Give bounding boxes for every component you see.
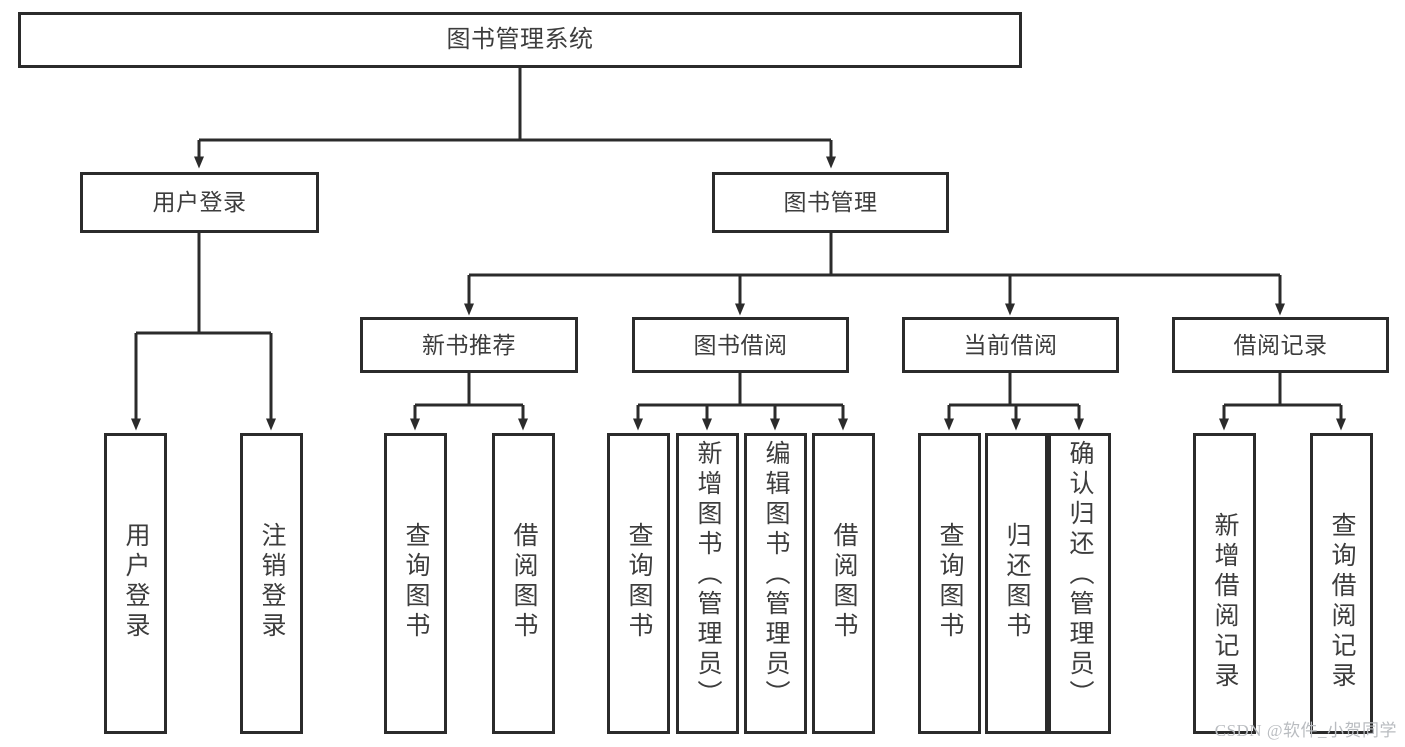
- node-book-management[interactable]: 图书管理: [712, 172, 949, 233]
- node-label: 确认归还（管理员）: [1066, 440, 1094, 710]
- node-label: 当前借阅: [963, 331, 1058, 358]
- leaf-newbook-query-book[interactable]: 查询图书: [384, 433, 447, 734]
- node-label: 查询图书: [936, 522, 964, 642]
- node-user-login[interactable]: 用户登录: [80, 172, 319, 233]
- csdn-watermark: CSDN @软件_小贺同学: [1214, 721, 1397, 740]
- node-label: 查询图书: [402, 522, 430, 642]
- leaf-borrow-add-book-admin[interactable]: 新增图书（管理员）: [676, 433, 739, 734]
- node-label: 图书管理系统: [446, 26, 594, 54]
- leaf-newbook-borrow-book[interactable]: 借阅图书: [492, 433, 555, 734]
- node-label: 查询图书: [625, 522, 653, 642]
- node-label: 借阅图书: [510, 522, 538, 642]
- node-label: 编辑图书（管理员）: [762, 440, 790, 710]
- leaf-user-logout[interactable]: 注销登录: [240, 433, 303, 734]
- leaf-user-login[interactable]: 用户登录: [104, 433, 167, 734]
- leaf-current-return-book[interactable]: 归还图书: [985, 433, 1048, 734]
- leaf-borrow-query-book[interactable]: 查询图书: [607, 433, 670, 734]
- node-label: 查询借阅记录: [1328, 512, 1356, 692]
- node-label: 用户登录: [152, 189, 247, 216]
- node-label: 新增图书（管理员）: [694, 440, 722, 710]
- node-new-book-recommend[interactable]: 新书推荐: [360, 317, 578, 373]
- node-label: 借阅记录: [1233, 331, 1328, 358]
- leaf-record-add-record[interactable]: 新增借阅记录: [1193, 433, 1256, 734]
- node-current-borrow[interactable]: 当前借阅: [902, 317, 1119, 373]
- node-root-system[interactable]: 图书管理系统: [18, 12, 1022, 68]
- leaf-record-query-record[interactable]: 查询借阅记录: [1310, 433, 1373, 734]
- leaf-current-query-book[interactable]: 查询图书: [918, 433, 981, 734]
- node-label: 图书借阅: [693, 331, 788, 358]
- node-label: 注销登录: [258, 522, 286, 642]
- node-borrow-record[interactable]: 借阅记录: [1172, 317, 1389, 373]
- node-book-borrow[interactable]: 图书借阅: [632, 317, 849, 373]
- node-label: 用户登录: [122, 522, 150, 642]
- node-label: 借阅图书: [830, 522, 858, 642]
- node-label: 归还图书: [1003, 522, 1031, 642]
- node-label: 新书推荐: [422, 331, 516, 358]
- node-label: 新增借阅记录: [1211, 512, 1239, 692]
- leaf-borrow-borrow-book[interactable]: 借阅图书: [812, 433, 875, 734]
- leaf-current-confirm-return-admin[interactable]: 确认归还（管理员）: [1048, 433, 1111, 734]
- leaf-borrow-edit-book-admin[interactable]: 编辑图书（管理员）: [744, 433, 807, 734]
- node-label: 图书管理: [783, 189, 878, 216]
